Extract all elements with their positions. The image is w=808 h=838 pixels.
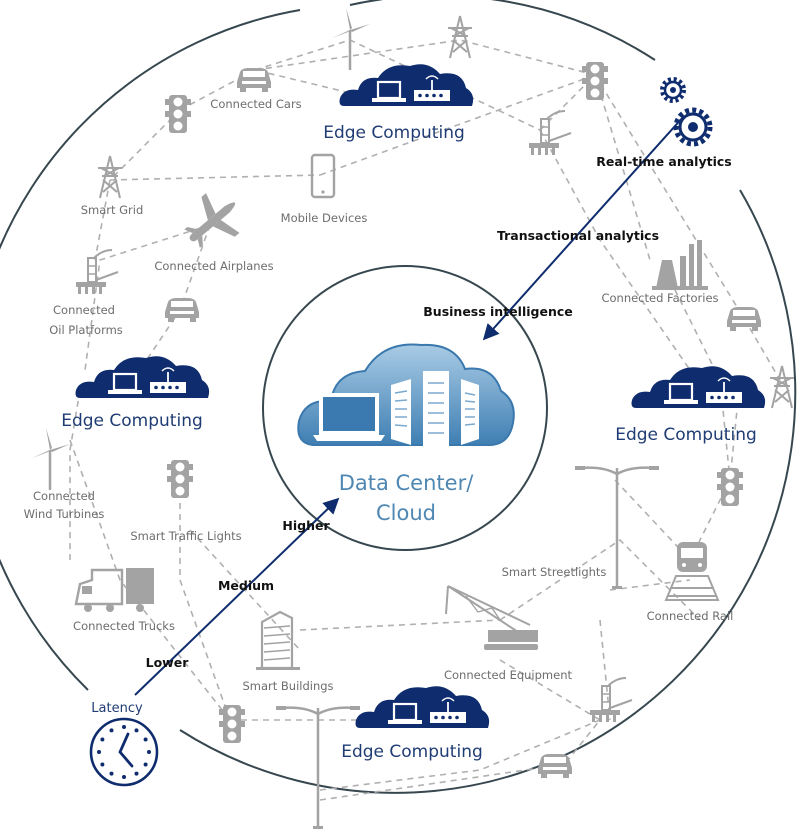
label-connected-airplanes: Connected Airplanes <box>154 259 273 273</box>
label-latency-higher: Higher <box>282 518 330 533</box>
label-smart-streetlights: Smart Streetlights <box>502 565 607 579</box>
label-connected-wind-turbines-line1: Connected <box>33 489 95 503</box>
gears-icon <box>660 77 713 147</box>
label-smart-traffic-lights: Smart Traffic Lights <box>130 529 241 543</box>
edge-computing-label: Edge Computing <box>615 425 757 445</box>
airplane-icon <box>184 193 240 248</box>
edge-cloud-icon <box>74 355 211 400</box>
traffic-light-icon <box>167 460 193 498</box>
edge-computing-node-right: Edge Computing <box>615 365 767 445</box>
car-icon <box>538 754 572 778</box>
label-latency-medium: Medium <box>218 578 274 593</box>
edge-computing-node-left: Edge Computing <box>61 355 211 431</box>
label-realtime-analytics: Real-time analytics <box>596 154 731 169</box>
mobile-device-icon <box>310 153 336 199</box>
label-connected-wind-turbines-line2: Wind Turbines <box>24 507 105 521</box>
edge-computing-label: Edge Computing <box>341 742 483 762</box>
latency-arrow <box>134 497 340 696</box>
data-center-cloud-icon <box>297 343 515 447</box>
smart-grid-icon <box>97 155 123 199</box>
device-labels: Connected Cars Smart Grid Mobile Devices… <box>24 97 734 693</box>
traffic-light-icon <box>165 95 191 133</box>
label-connected-rail: Connected Rail <box>647 609 734 623</box>
label-connected-factories: Connected Factories <box>601 291 718 305</box>
label-smart-grid: Smart Grid <box>81 203 144 217</box>
car-icon <box>165 298 199 322</box>
edge-computing-label: Edge Computing <box>61 411 203 431</box>
wind-turbine-icon <box>30 426 72 492</box>
label-connected-cars: Connected Cars <box>210 97 301 111</box>
building-icon <box>256 610 300 670</box>
label-connected-trucks: Connected Trucks <box>73 619 175 633</box>
edge-computing-node-bottom: Edge Computing <box>341 685 491 762</box>
edge-computing-label: Edge Computing <box>323 123 465 143</box>
edge-cloud-icon <box>630 365 767 410</box>
label-transactional-analytics: Transactional analytics <box>497 228 659 243</box>
oil-platform-icon <box>589 677 633 723</box>
car-icon <box>727 307 761 331</box>
crane-icon <box>445 585 538 650</box>
train-icon <box>664 542 720 601</box>
clock-icon <box>89 717 159 787</box>
data-center-title-line1: Data Center/ <box>339 471 474 495</box>
label-latency-lower: Lower <box>146 655 190 670</box>
label-connected-equipment: Connected Equipment <box>444 668 572 682</box>
network-connections <box>69 39 781 801</box>
label-business-intelligence: Business intelligence <box>423 304 572 319</box>
traffic-light-icon <box>717 468 743 506</box>
label-connected-oil-platforms-line2: Oil Platforms <box>49 323 123 337</box>
edge-cloud-icon <box>354 685 491 730</box>
power-tower-icon <box>447 15 473 59</box>
power-tower-icon <box>769 365 795 409</box>
label-mobile-devices: Mobile Devices <box>281 211 368 225</box>
traffic-light-icon <box>582 62 608 100</box>
streetlight-icon <box>274 704 362 831</box>
edge-cloud-icon <box>338 63 475 108</box>
label-latency: Latency <box>91 701 143 716</box>
truck-icon <box>74 568 154 612</box>
factory-icon <box>652 240 708 290</box>
label-connected-oil-platforms-line1: Connected <box>53 303 115 317</box>
inner-circle <box>262 265 548 551</box>
wind-turbine-icon <box>330 6 372 72</box>
traffic-light-icon <box>219 705 245 743</box>
car-icon <box>237 68 271 92</box>
edge-computing-node-top: Edge Computing <box>323 63 475 143</box>
data-center-title-line2: Cloud <box>376 501 436 525</box>
label-smart-buildings: Smart Buildings <box>242 679 333 693</box>
analytics-arrow <box>482 115 685 341</box>
oil-platform-icon <box>528 110 572 156</box>
